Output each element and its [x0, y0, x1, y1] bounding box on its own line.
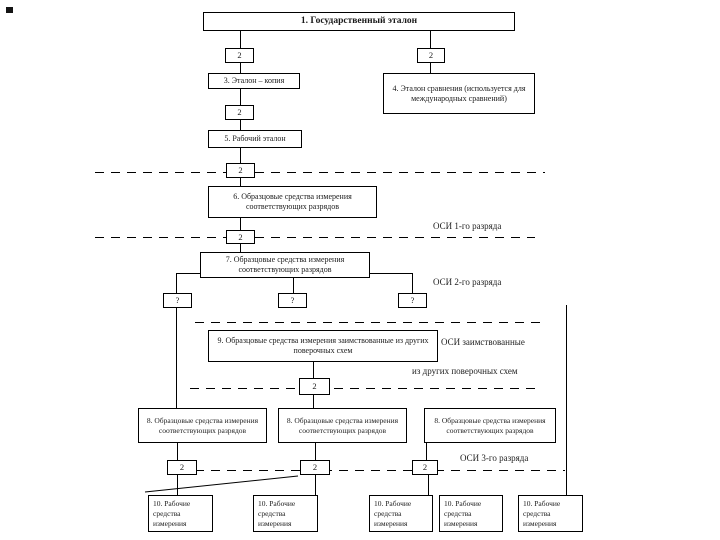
edge-line	[240, 63, 241, 73]
label-osi-rank1: ОСИ 1-го разряда	[433, 221, 502, 231]
node-working-instruments: 10. Рабочие средства измерения	[369, 495, 433, 532]
edge-line	[412, 273, 413, 293]
node-osi-borrowed: 9. Образцовые средства измерения заимств…	[208, 330, 438, 362]
connector-method-2: 2	[300, 460, 330, 475]
connector-method-2: 2	[226, 230, 255, 244]
connector-method-q: ?	[278, 293, 307, 308]
edge-line	[240, 88, 241, 105]
edge-line	[177, 443, 178, 460]
node-working-instruments: 10. Рабочие средства измерения	[439, 495, 503, 532]
dashed-divider-1	[95, 172, 545, 173]
connector-method-2: 2	[417, 48, 445, 63]
node-osi-rank1: 6. Образцовые средства измерения соответ…	[208, 186, 377, 218]
edge-line	[176, 308, 177, 408]
edge-line-right-branch	[566, 305, 567, 495]
edge-line	[313, 362, 314, 378]
node-osi-rank3: 8. Образцовые средства измерения соответ…	[138, 408, 267, 443]
connector-method-2: 2	[412, 460, 438, 475]
label-osi-borrowed-line2: из других поверочных схем	[412, 366, 518, 376]
node-state-etalon: 1. Государственный эталон	[203, 12, 515, 31]
edge-line	[430, 31, 431, 48]
connector-method-2: 2	[167, 460, 197, 475]
connector-method-q: ?	[163, 293, 192, 308]
edge-line	[428, 475, 429, 495]
node-working-instruments: 10. Рабочие средства измерения	[518, 495, 583, 532]
dashed-divider-2	[95, 237, 535, 238]
edge-line	[176, 273, 177, 293]
node-osi-rank3: 8. Образцовые средства измерения соответ…	[424, 408, 556, 443]
edge-line	[176, 273, 200, 274]
edge-line	[177, 475, 178, 495]
edge-line	[240, 218, 241, 230]
node-working-instruments: 10. Рабочие средства измерения	[253, 495, 318, 532]
edge-line	[240, 31, 241, 48]
connector-method-2: 2	[299, 378, 330, 395]
dashed-divider-5	[195, 470, 565, 471]
edge-line	[313, 395, 314, 408]
edge-line	[240, 120, 241, 130]
node-working-etalon: 5. Рабочий эталон	[208, 130, 302, 148]
connector-method-2: 2	[225, 105, 254, 120]
edge-line	[315, 475, 316, 495]
diagonal-edge-line	[144, 475, 299, 493]
edge-line	[240, 244, 241, 252]
corner-mark	[6, 7, 13, 13]
connector-method-2: 2	[226, 163, 255, 178]
edge-line	[430, 63, 431, 73]
edge-line	[240, 148, 241, 163]
edge-line	[240, 178, 241, 186]
node-working-instruments: 10. Рабочие средства измерения	[148, 495, 213, 532]
dashed-divider-4	[190, 388, 537, 389]
connector-method-q: ?	[398, 293, 427, 308]
edge-line	[315, 443, 316, 460]
connector-method-2: 2	[225, 48, 254, 63]
label-osi-rank3: ОСИ 3-го разряда	[460, 453, 529, 463]
edge-line	[293, 278, 294, 293]
edge-line	[426, 443, 427, 460]
label-osi-borrowed-line1: ОСИ заимствованные	[441, 337, 525, 347]
node-osi-rank2: 7. Образцовые средства измерения соответ…	[200, 252, 370, 278]
label-osi-rank2: ОСИ 2-го разряда	[433, 277, 502, 287]
edge-line	[370, 273, 412, 274]
node-comparison-etalon: 4. Эталон сравнения (используется для ме…	[383, 73, 535, 114]
dashed-divider-3	[195, 322, 543, 323]
node-osi-rank3: 8. Образцовые средства измерения соответ…	[278, 408, 407, 443]
node-etalon-copy: 3. Эталон – копия	[208, 73, 300, 89]
